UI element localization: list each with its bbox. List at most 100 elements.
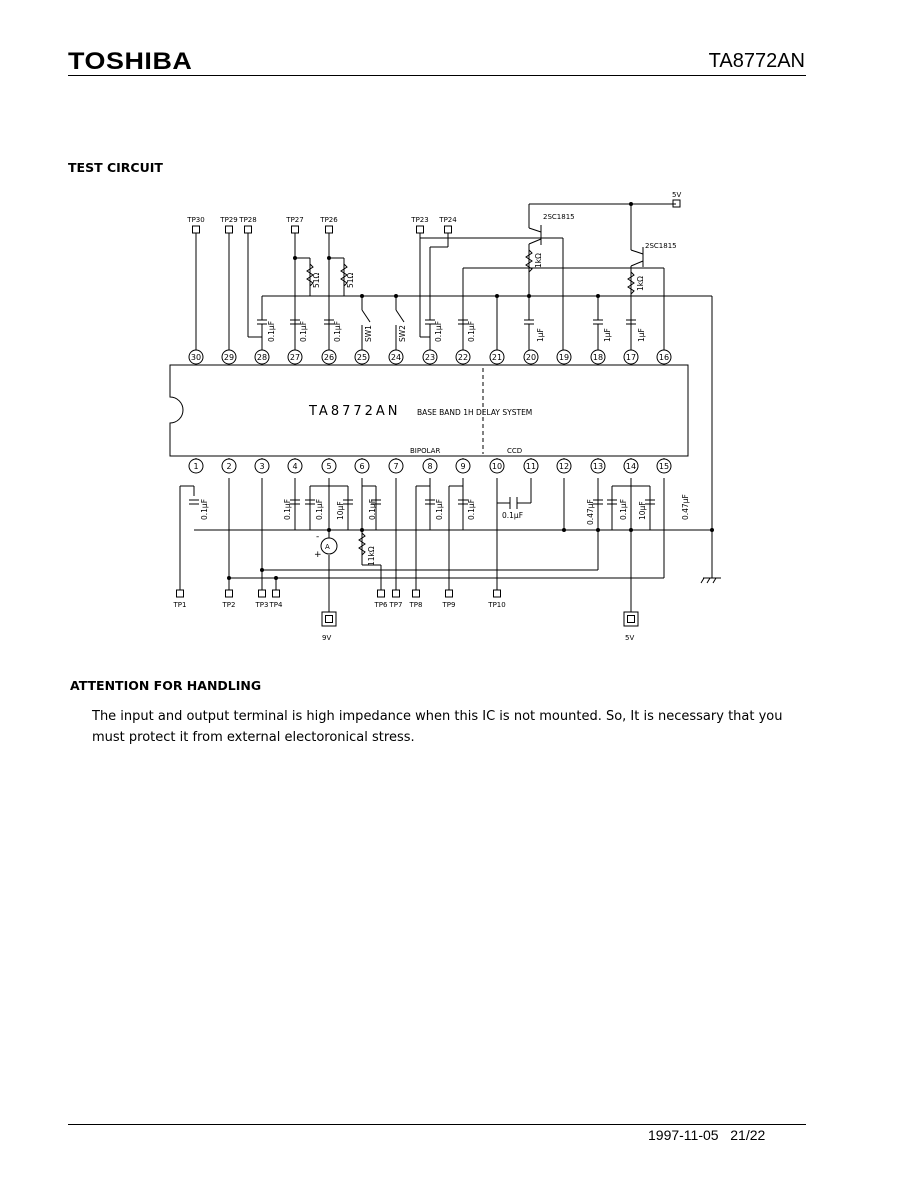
svg-text:27: 27: [290, 353, 300, 362]
test-point-top: TP26: [319, 216, 338, 234]
svg-text:7: 7: [393, 462, 398, 471]
svg-text:14: 14: [626, 462, 636, 471]
test-point-bottom: TP7: [389, 589, 403, 609]
supply-top-label: 5V: [672, 191, 681, 199]
capacitor: [425, 296, 435, 352]
resistor-51-b-label: 51Ω: [346, 272, 355, 288]
cap-9-label: 0.1μF: [467, 499, 476, 520]
capacitor: [458, 296, 468, 352]
cap-5b-label: 10μF: [336, 501, 345, 520]
capacitor: [645, 499, 655, 505]
cap-15-label: 0.47μF: [681, 494, 690, 520]
part-number: TA8772AN: [708, 50, 805, 72]
svg-text:TP26: TP26: [319, 216, 338, 224]
pin-bottom: 8: [422, 458, 438, 474]
svg-text:13: 13: [593, 462, 603, 471]
pin-bottom: 11: [523, 458, 539, 474]
pin-top: 29: [221, 349, 237, 365]
resistor-11k-label: 11kΩ: [367, 546, 376, 566]
test-point-bottom: TP2: [222, 589, 235, 609]
svg-text:12: 12: [559, 462, 569, 471]
capacitor: [458, 499, 468, 505]
footer: 1997-11-05 21/22: [648, 1127, 765, 1143]
svg-text:19: 19: [559, 353, 569, 362]
svg-text:22: 22: [458, 353, 468, 362]
ammeter-label: A: [325, 543, 330, 551]
supply-9v-label: 9V: [322, 634, 331, 642]
pin-bottom: 4: [287, 458, 303, 474]
test-point-bottom: TP3: [255, 589, 268, 609]
svg-text:26: 26: [324, 353, 334, 362]
test-point-bottom: TP8: [409, 589, 422, 609]
pin-top: 30: [188, 349, 204, 365]
svg-text:TP9: TP9: [442, 601, 456, 609]
svg-text:TP28: TP28: [238, 216, 256, 224]
pin-bottom: 7: [388, 458, 404, 474]
switch-2-label: SW2: [398, 325, 407, 342]
test-point-top: TP28: [238, 216, 257, 234]
svg-text:8: 8: [427, 462, 432, 471]
svg-text:18: 18: [593, 353, 603, 362]
cap-14b-label: 10μF: [638, 501, 647, 520]
pin-bottom: 13: [590, 458, 606, 474]
pin-bottom: 9: [455, 458, 471, 474]
svg-text:9: 9: [460, 462, 465, 471]
svg-text:11: 11: [526, 462, 536, 471]
svg-text:23: 23: [425, 353, 435, 362]
resistor-1k-a-label: 1kΩ: [534, 253, 543, 268]
brand-logo: TOSHIBA: [68, 48, 193, 75]
resistor-51-a-label: 51Ω: [312, 272, 321, 288]
svg-text:10: 10: [492, 462, 502, 471]
pin-top: 27: [287, 349, 303, 365]
test-point-top: TP24: [438, 216, 457, 234]
pin-bottom: 10: [489, 458, 505, 474]
pin-bottom: 14: [623, 458, 639, 474]
capacitor: [324, 296, 334, 352]
resistor-1k-b-label: 1kΩ: [636, 276, 645, 291]
pin-top: 22: [455, 349, 471, 365]
switch-1-label: SW1: [364, 325, 373, 342]
test-point-bottom: TP10: [487, 589, 506, 609]
svg-text:4: 4: [292, 462, 297, 471]
capacitor: [593, 499, 603, 505]
capacitor: [425, 499, 435, 505]
pin-top: 16: [656, 349, 672, 365]
capacitor: [290, 499, 300, 505]
svg-text:20: 20: [526, 353, 536, 362]
pin-bottom: 12: [556, 458, 572, 474]
svg-text:15: 15: [659, 462, 669, 471]
svg-text:-: -: [316, 532, 319, 542]
pin-bottom: 6: [354, 458, 370, 474]
capacitor: [593, 296, 603, 352]
pin-top: 24: [388, 349, 404, 365]
supply-5v-label: 5V: [625, 634, 634, 642]
svg-text:29: 29: [224, 353, 234, 362]
svg-text:TP1: TP1: [173, 601, 187, 609]
test-point-top: TP30: [186, 216, 205, 234]
capacitor: [371, 499, 381, 505]
svg-text:TP29: TP29: [219, 216, 237, 224]
svg-text:21: 21: [492, 353, 502, 362]
cap-26-label: 0.1μF: [333, 321, 342, 342]
svg-text:16: 16: [659, 353, 669, 362]
svg-text:6: 6: [359, 462, 364, 471]
pin-bottom: 3: [254, 458, 270, 474]
pin-top: 20: [523, 349, 539, 365]
test-point-bottom: TP4: [269, 589, 283, 609]
ic-description: BASE BAND 1H DELAY SYSTEM: [417, 408, 532, 417]
pin-top: 26: [321, 349, 337, 365]
cap-20-label: 1μF: [536, 328, 545, 342]
attention-title: ATTENTION FOR HANDLING: [70, 678, 262, 693]
test-point-bottom: TP1: [173, 589, 187, 609]
svg-text:3: 3: [259, 462, 264, 471]
test-point-bottom: TP9: [442, 589, 456, 609]
cap-14a-label: 0.1μF: [619, 499, 628, 520]
transistor-2-label: 2SC1815: [645, 242, 677, 250]
capacitor: [607, 499, 617, 505]
svg-text:TP7: TP7: [389, 601, 403, 609]
cap-13-label: 0.47μF: [586, 499, 595, 525]
capacitor: [524, 296, 534, 352]
svg-text:+: +: [314, 550, 322, 560]
test-point-top: TP23: [410, 216, 429, 234]
